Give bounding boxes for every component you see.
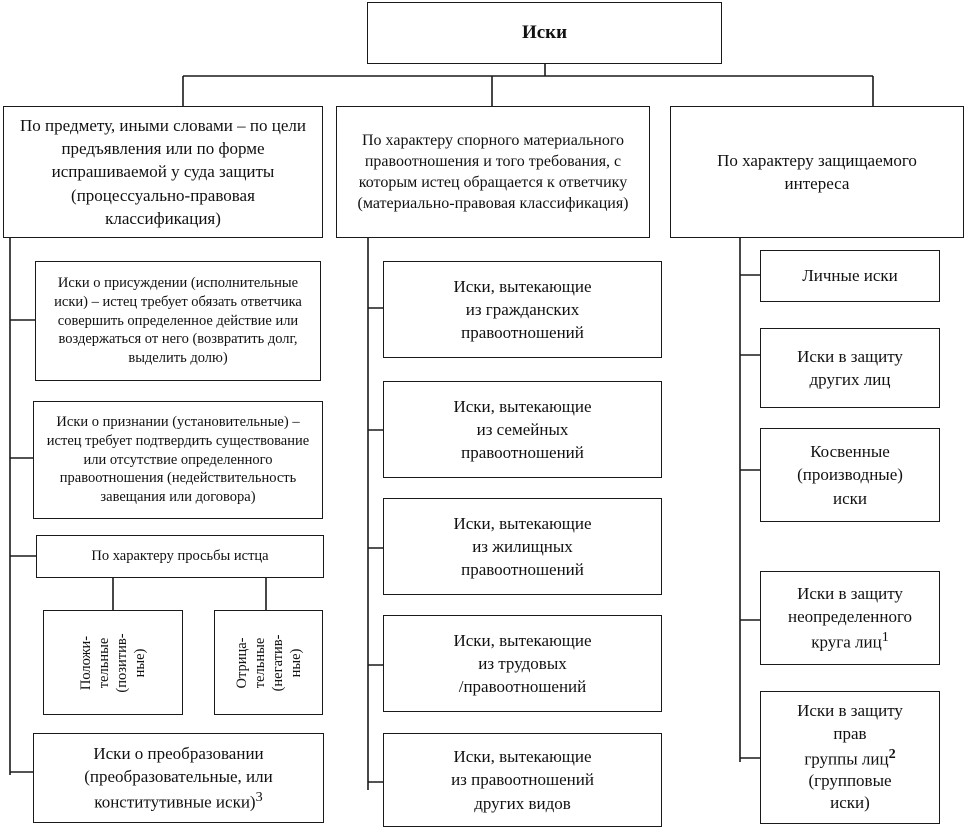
claim-recognition-box: Иски о признании (установительные) – ист… [33,401,323,519]
group-claims-box: Иски в защиту прав группы лиц2 (групповы… [760,691,940,824]
group-claims-tail: (групповые иски) [808,771,892,813]
branch-procedural-label: По предмету, иными словами – по цели пре… [20,116,306,228]
claim-award-box: Иски о присуждении (исполнительные иски)… [35,261,321,381]
request-nature-box: По характеру просьбы истца [36,535,324,578]
positive-claims-box: Положи- тельные (позитив- ные) [43,610,183,715]
claim-transform-box: Иски о преобразовании (преобразовательны… [33,733,324,823]
footnote-3: 3 [255,789,263,806]
claim-transform-text: Иски о преобразовании (преобразовательны… [42,742,315,814]
civil-claims-box: Иски, вытекающие из гражданских правоотн… [383,261,662,358]
negative-claims-label: Отрица- тельные (негатив- ные) [233,634,304,691]
branch-procedural: По предмету, иными словами – по цели пре… [3,106,323,238]
indirect-claims-label: Косвенные (производные) иски [797,442,903,508]
root-label: Иски [521,22,568,44]
claim-award-label: Иски о присуждении (исполнительные иски)… [54,274,302,367]
indefinite-circle-box: Иски в защиту неопределенного круга лиц1 [760,571,940,665]
root-box: Иски [367,2,722,64]
housing-claims-box: Иски, вытекающие из жилищных правоотноше… [383,498,662,595]
claim-transform-label: Иски о преобразовании (преобразовательны… [84,744,273,812]
civil-claims-label: Иски, вытекающие из гражданских правоотн… [453,276,592,343]
branch-material-label: По характеру спорного материального прав… [357,131,629,213]
group-claims-text: Иски в защиту прав группы лиц2 (групповы… [797,700,903,814]
claim-recognition-label: Иски о признании (установительные) – ист… [46,413,310,506]
branch-interest-label: По характеру защищаемого интереса [717,150,917,193]
indefinite-circle-label: Иски в защиту неопределенного круга лиц [787,584,913,652]
positive-claims-label: Положи- тельные (позитив- ные) [77,632,149,693]
other-claims-box: Иски, вытекающие из правоотношений други… [383,733,662,827]
negative-claims-box: Отрица- тельные (негатив- ные) [214,610,323,715]
personal-claims-box: Личные иски [760,250,940,302]
family-claims-box: Иски, вытекающие из семейных правоотноше… [383,381,662,478]
group-claims-label: Иски в защиту прав группы лиц [797,701,903,769]
indirect-claims-box: Косвенные (производные) иски [760,428,940,522]
labor-claims-label: Иски, вытекающие из трудовых /правоотнош… [453,630,592,697]
labor-claims-box: Иски, вытекающие из трудовых /правоотнош… [383,615,662,712]
others-defense-box: Иски в защиту других лиц [760,328,940,408]
branch-material: По характеру спорного материального прав… [336,106,650,238]
indefinite-circle-text: Иски в защиту неопределенного круга лиц1 [788,582,912,654]
other-claims-label: Иски, вытекающие из правоотношений други… [451,747,594,813]
family-claims-label: Иски, вытекающие из семейных правоотноше… [453,396,592,463]
branch-interest: По характеру защищаемого интереса [670,106,964,238]
footnote-1: 1 [881,629,889,646]
footnote-2: 2 [888,745,896,762]
others-defense-label: Иски в защиту других лиц [797,346,903,389]
request-nature-label: По характеру просьбы истца [91,548,269,565]
personal-claims-label: Личные иски [802,266,898,286]
housing-claims-label: Иски, вытекающие из жилищных правоотноше… [453,513,592,580]
